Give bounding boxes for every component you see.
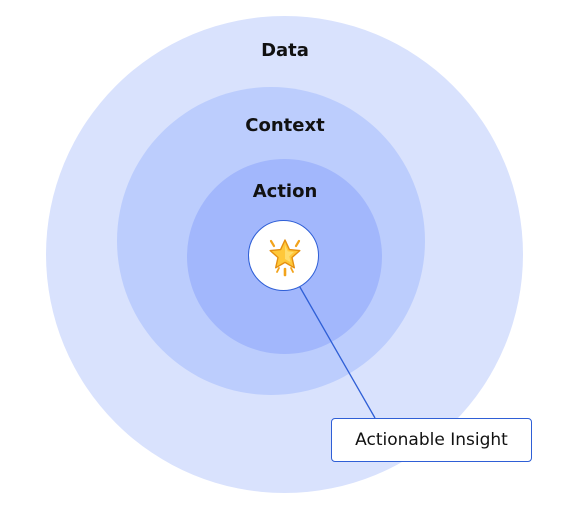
glowing-star-icon	[269, 239, 301, 277]
actionable-insight-label: Actionable Insight	[355, 430, 508, 450]
action-ring-label: Action	[252, 181, 318, 202]
context-ring-label: Context	[245, 115, 325, 136]
data-ring-label: Data	[261, 40, 309, 61]
actionable-insight-callout: Actionable Insight	[331, 418, 532, 462]
